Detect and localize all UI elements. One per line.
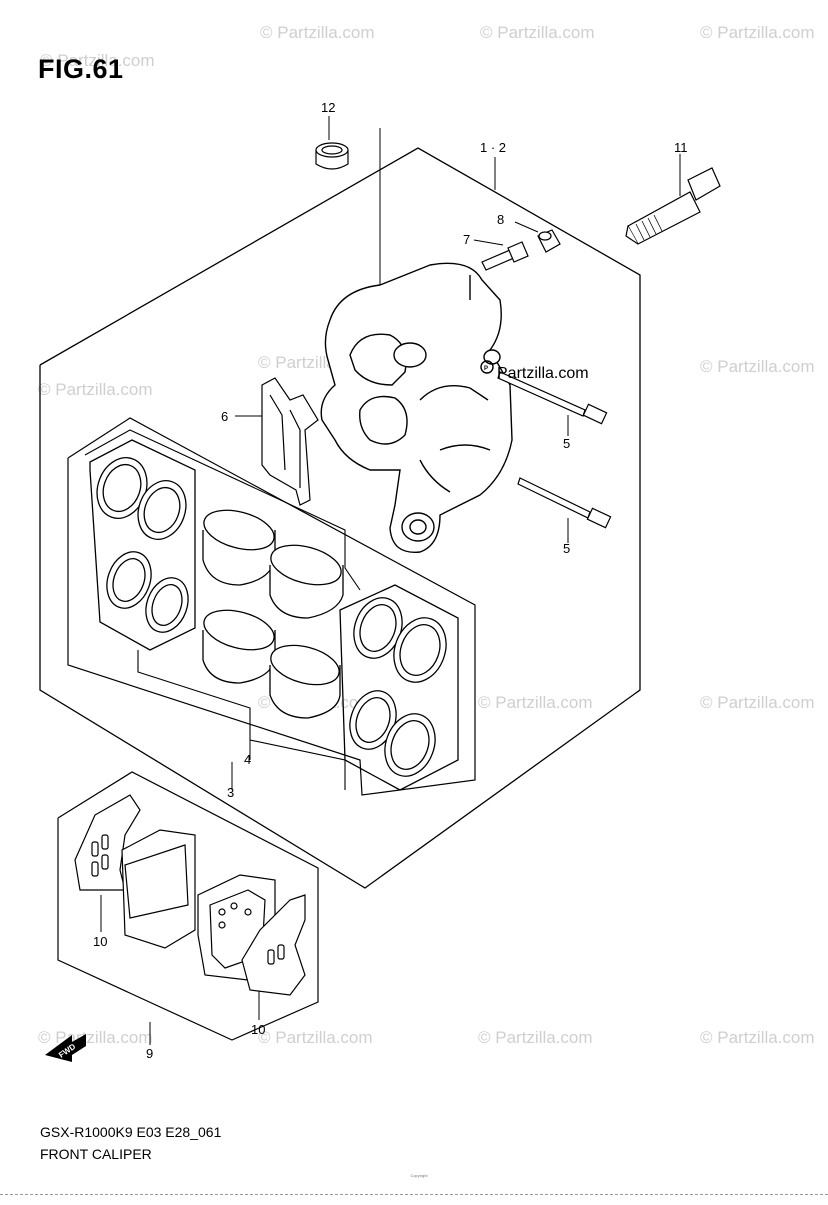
figure-code: GSX-R1000K9 E03 E28_061: [40, 1124, 222, 1140]
watermark: © Partzilla.com: [40, 51, 155, 70]
figure-title: FIG.61: [38, 54, 124, 84]
watermark: © Partzilla.com: [700, 693, 815, 712]
callout-3: 3: [227, 785, 234, 800]
watermark: © Partzilla.com: [260, 23, 375, 42]
watermark: © Partzilla.com: [258, 1028, 373, 1047]
brake-pad-left-part: [74, 794, 196, 949]
figure-name: FRONT CALIPER: [40, 1146, 152, 1162]
piston-frame: [84, 429, 361, 591]
callout-10-left: 10: [93, 934, 107, 949]
watermark: © Partzilla.com: [38, 380, 153, 399]
piston-seal-set-right-part: [339, 584, 459, 791]
callout-5-lower: 5: [563, 541, 570, 556]
callout-labels: 12 1 · 2 11 8 7 6 5 5 4 3 10 10 9: [93, 100, 688, 1061]
seal-kit-frame: [67, 417, 476, 796]
watermark: © Partzilla.com: [478, 1028, 593, 1047]
pad-pin-lower-part: [517, 477, 612, 529]
callout-1-2: 1 · 2: [480, 140, 506, 155]
watermark: © Partzilla.com: [700, 1028, 815, 1047]
bottom-divider: [0, 1194, 828, 1195]
assembly-frame: [39, 147, 641, 889]
brake-pad-right-part: [197, 874, 306, 996]
callout-7: 7: [463, 232, 470, 247]
callout-4: 4: [244, 752, 251, 767]
callout-11: 11: [674, 140, 688, 155]
callout-6: 6: [221, 409, 228, 424]
callout-9: 9: [146, 1046, 153, 1061]
caliper-body-part: [320, 262, 513, 553]
bleeder-cap-part: [537, 229, 561, 253]
pad-pin-upper-part: [497, 371, 608, 425]
bleeder-valve-part: [481, 241, 529, 271]
callout-8: 8: [497, 212, 504, 227]
overlay-watermark-text: Partzilla.com: [497, 365, 589, 382]
watermark: © Partzilla.com: [478, 693, 593, 712]
watermark: © Partzilla.com: [700, 357, 815, 376]
piston-frame-lower: [137, 650, 346, 790]
partzilla-overlay-logo: P Partzilla.com: [480, 360, 589, 382]
bushing-part: [315, 142, 349, 170]
callout-12: 12: [321, 100, 335, 115]
watermark: © Partzilla.com: [700, 23, 815, 42]
svg-text:P: P: [484, 366, 488, 372]
copyright-note: Copyright: [410, 1173, 428, 1178]
caliper-bolt-part: [625, 167, 721, 245]
callout-10-right: 10: [251, 1022, 265, 1037]
piston-seal-set-part: [89, 439, 196, 651]
watermark: © Partzilla.com: [480, 23, 595, 42]
pad-frame: [57, 771, 319, 1041]
watermark-group: © Partzilla.com © Partzilla.com © Partzi…: [38, 23, 815, 1047]
pad-spring-part: [261, 377, 319, 506]
watermark: © Partzilla.com: [38, 1028, 153, 1047]
piston-set-part: [202, 509, 344, 719]
callout-5-upper: 5: [563, 436, 570, 451]
